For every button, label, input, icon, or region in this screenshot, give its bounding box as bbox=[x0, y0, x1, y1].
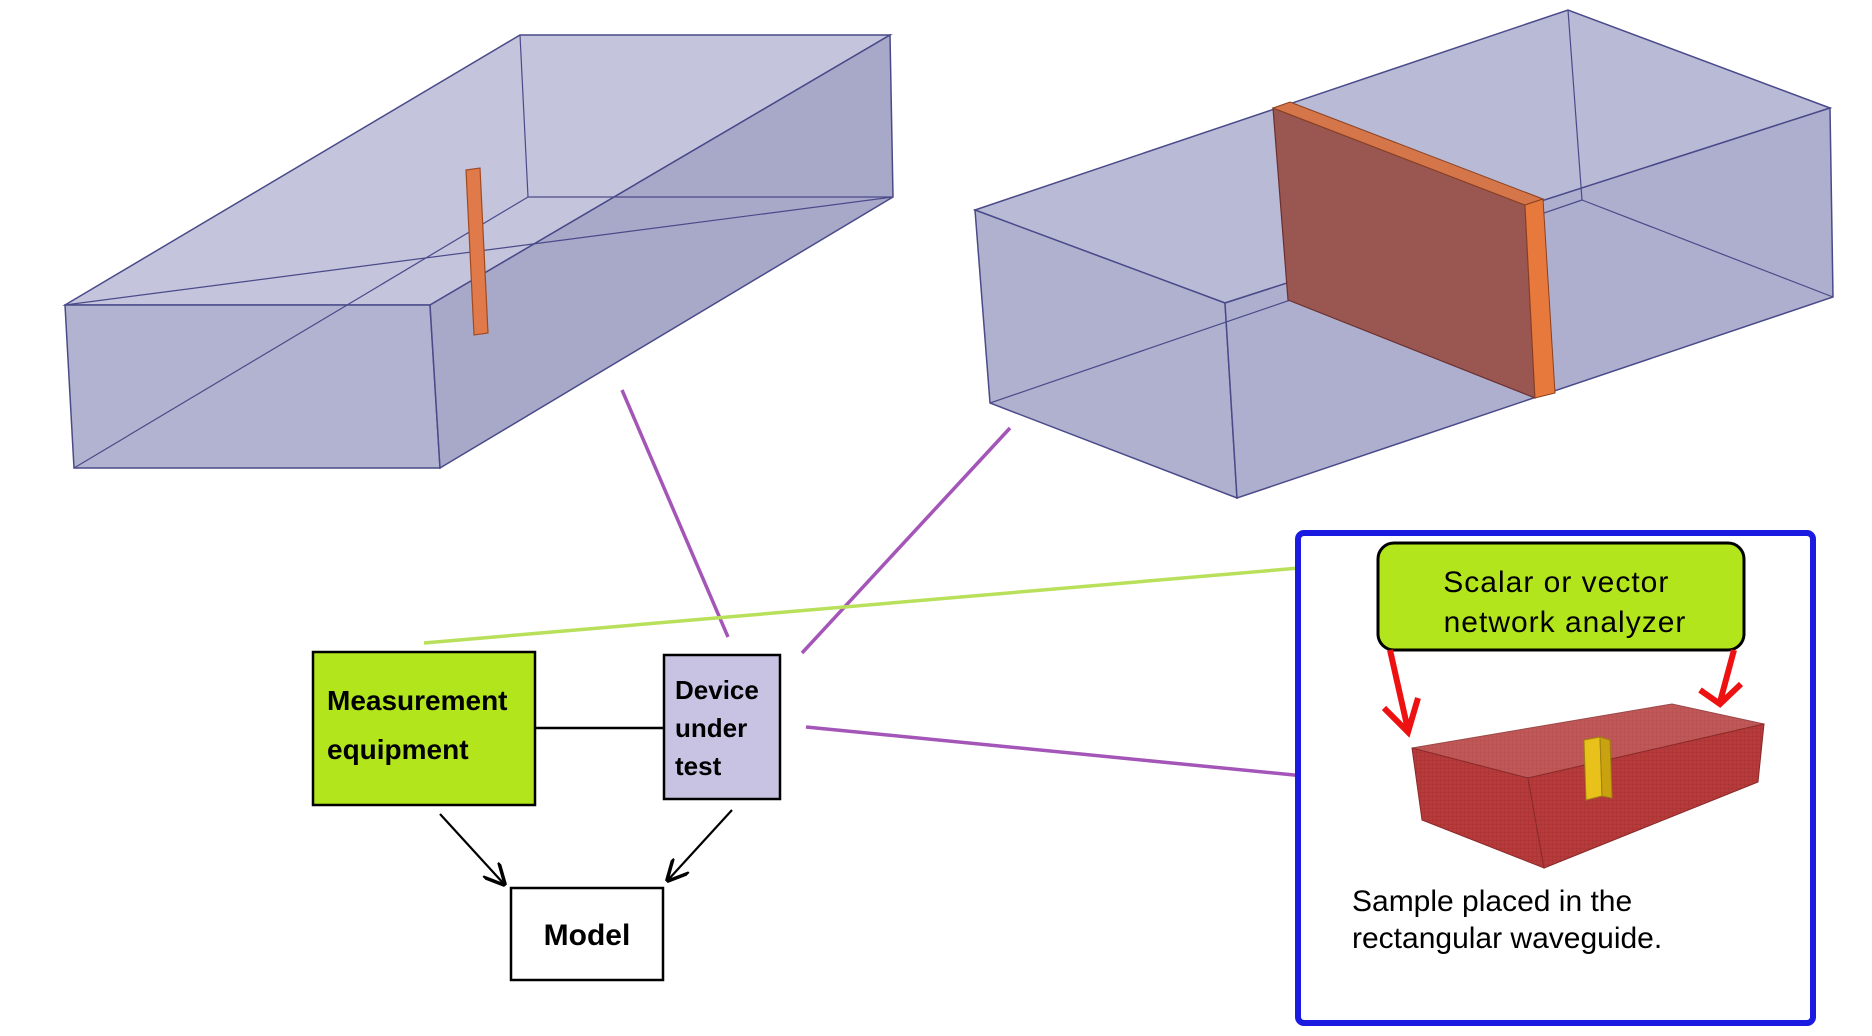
sample-caption: Sample placed in the rectangular wavegui… bbox=[1352, 885, 1662, 955]
analyzer-label-line-1: Scalar or vector bbox=[1443, 566, 1669, 599]
analyzer-label-line-2: network analyzer bbox=[1444, 606, 1687, 639]
waveguide-slab-3d bbox=[972, 9, 1834, 500]
waveguide-post-3d bbox=[62, 33, 894, 470]
network-analyzer-label: Scalar or vector network analyzer bbox=[1443, 566, 1686, 639]
measurement-equipment-box bbox=[311, 650, 537, 807]
measurement-label-line-2: equipment bbox=[327, 734, 469, 765]
red-arrow-right bbox=[1698, 649, 1744, 708]
arrow-dut-to-model bbox=[668, 809, 733, 880]
meshed-waveguide bbox=[1411, 703, 1765, 869]
dut-label-line-2: under bbox=[675, 713, 747, 743]
measurement-label-line-1: Measurement bbox=[327, 685, 508, 716]
caption-line-2: rectangular waveguide. bbox=[1352, 922, 1662, 955]
caption-line-1: Sample placed in the bbox=[1352, 885, 1632, 918]
slab-sample-edge bbox=[1524, 198, 1556, 399]
measurement-equipment-label: Measurement equipment bbox=[327, 685, 515, 765]
model-label: Model bbox=[544, 919, 631, 952]
yellow-post-side bbox=[1599, 736, 1613, 799]
red-arrow-left bbox=[1381, 649, 1421, 738]
dut-label-line-1: Device bbox=[675, 675, 759, 705]
yellow-post-sample bbox=[1583, 736, 1603, 801]
meshed-waveguide-side bbox=[1527, 723, 1765, 869]
connector-equipment-to-analyzer bbox=[423, 561, 1359, 645]
connector-dut-to-sample-image bbox=[805, 725, 1386, 786]
connector-dut-to-right-waveguide bbox=[800, 426, 1012, 655]
post-sample bbox=[465, 167, 489, 336]
device-under-test-box bbox=[662, 653, 782, 801]
network-analyzer-box bbox=[1376, 541, 1746, 652]
measurement-setup-panel: Scalar or vector network analyzer Sample… bbox=[1295, 530, 1816, 1026]
model-box bbox=[509, 886, 665, 982]
dut-label-line-3: test bbox=[675, 751, 722, 781]
waveguide-left-front-face bbox=[64, 304, 441, 469]
connector-dut-to-left-waveguide bbox=[620, 389, 730, 638]
block-diagram: Measurement equipment Device under test … bbox=[311, 650, 782, 982]
arrow-equipment-to-model bbox=[439, 813, 504, 884]
device-under-test-label: Device under test bbox=[675, 675, 766, 781]
